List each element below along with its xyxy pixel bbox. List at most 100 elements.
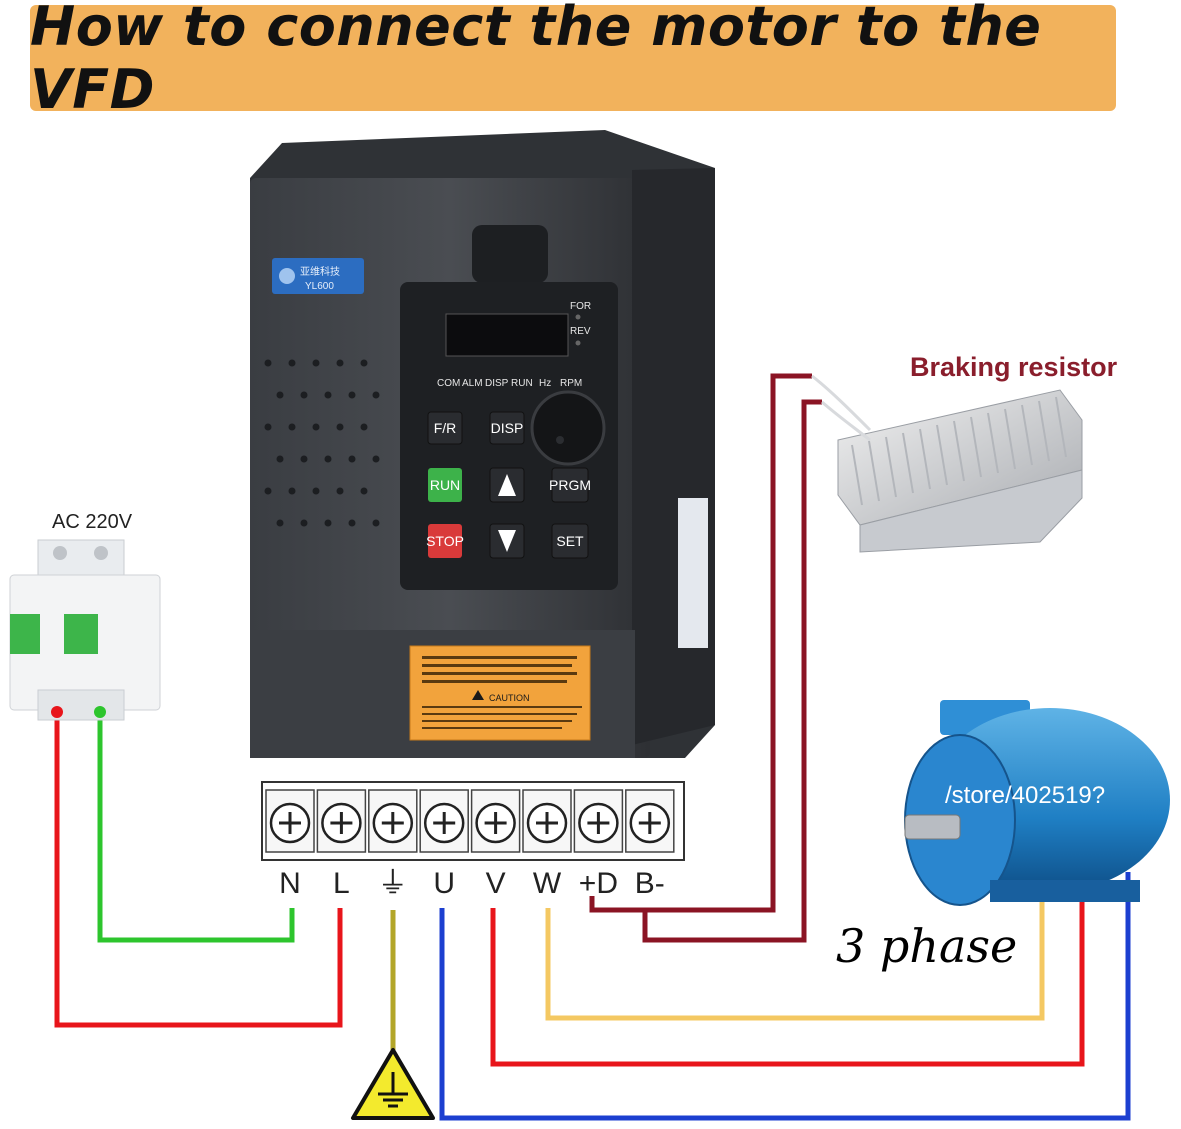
circuit-breaker: AC 220V (9, 511, 161, 721)
brand-model: YL600 (305, 281, 334, 292)
neutral-wire (97, 712, 295, 943)
vent-hole (372, 391, 380, 399)
brand-text: 亚维科技 (300, 265, 340, 278)
up-arrow-icon (498, 474, 516, 496)
breaker-output-neutral (94, 706, 106, 718)
disp-key[interactable] (489, 411, 525, 445)
vent-hole (312, 487, 320, 495)
resistor-fins (851, 396, 1067, 506)
status-hz: Hz (539, 378, 551, 389)
warning-title: CAUTION (489, 693, 530, 703)
vent-hole (324, 391, 332, 399)
fr-key[interactable] (427, 411, 463, 445)
wires (54, 373, 1131, 1121)
brand-plate (272, 258, 364, 294)
led-rev (575, 340, 581, 346)
braking-resistor: Braking resistor (811, 352, 1118, 553)
set-key[interactable] (551, 523, 589, 559)
brake-plus-wire (589, 373, 812, 913)
live-wire (54, 712, 343, 1028)
warning-text-lines (422, 656, 582, 729)
brand-logo-icon (279, 268, 295, 284)
vent-hole (264, 359, 272, 367)
terminal-label: L (333, 867, 350, 900)
terminal-label: W (533, 867, 562, 900)
diagram-title: How to connect the motor to the VFD (30, 0, 1042, 121)
indicator-for: FOR (570, 301, 591, 312)
warning-label (409, 645, 591, 741)
vent-hole (300, 391, 308, 399)
motor-shaft (904, 814, 961, 840)
vfd-side (632, 168, 715, 745)
watermark-text: /store/402519? (945, 782, 1105, 809)
fr-key-label: F/R (434, 420, 457, 436)
disp-key-label: DISP (491, 420, 524, 436)
vent-hole (336, 487, 344, 495)
resistor-fin (987, 412, 999, 474)
breaker-label: AC 220V (52, 511, 133, 533)
vent-hole (312, 423, 320, 431)
breaker-output-live (51, 706, 63, 718)
stop-key[interactable] (428, 524, 462, 558)
motor-feet (990, 880, 1140, 902)
vent-hole (372, 455, 380, 463)
vent-hole (324, 519, 332, 527)
title-banner: How to connect the motor to the VFD (30, 0, 1116, 121)
set-key-label: SET (556, 533, 584, 549)
resistor-fin (953, 420, 965, 482)
vent-hole (336, 359, 344, 367)
resistor-fin (936, 424, 948, 486)
vent-hole (276, 455, 284, 463)
vent-hole (288, 423, 296, 431)
indicator-rev: REV (570, 326, 591, 337)
resistor-fin (1004, 408, 1016, 470)
vent-hole (300, 519, 308, 527)
vent-hole (276, 391, 284, 399)
braking-resistor-label: Braking resistor (910, 352, 1118, 382)
status-disp: DISP (485, 378, 509, 389)
resistor-base (859, 469, 1083, 553)
resistor-lead-2 (821, 400, 871, 442)
resistor-fin (970, 416, 982, 478)
status-alm: ALM (462, 378, 483, 389)
terminal-label: V (486, 867, 506, 900)
breaker-toggle-left (10, 614, 40, 654)
resistor-fin (851, 444, 863, 506)
vent-hole (324, 455, 332, 463)
resistor-fin (1038, 400, 1050, 462)
terminal-label: B- (635, 867, 665, 900)
vent-hole (312, 359, 320, 367)
resistor-fin (1021, 404, 1033, 466)
run-key-label: RUN (430, 477, 460, 493)
resistor-fin (885, 436, 897, 498)
vent-hole (336, 423, 344, 431)
breaker-bottom (37, 689, 125, 721)
vent-hole (348, 455, 356, 463)
vent-hole (360, 423, 368, 431)
warning-triangle-icon (472, 690, 484, 700)
terminal-label: +D (579, 867, 618, 900)
ground-icon (378, 1072, 408, 1108)
vent-hole (348, 391, 356, 399)
lcd-display (445, 313, 569, 357)
side-label-sticker (678, 498, 708, 648)
prgm-key-label: PRGM (549, 477, 591, 493)
resistor-fin (1055, 396, 1067, 458)
vfd-unit: 亚维科技 YL600 FOR REV COM ALM DISP RUN Hz R… (250, 130, 715, 758)
ground-warning-sign (351, 1048, 435, 1120)
run-key[interactable] (428, 468, 462, 502)
speed-knob[interactable] (530, 390, 606, 466)
vent-hole (276, 519, 284, 527)
vent-hole (264, 487, 272, 495)
prgm-key[interactable] (551, 467, 589, 503)
status-com: COM (437, 378, 460, 389)
three-phase-label: 3 phase (836, 919, 1017, 973)
vent-hole (372, 519, 380, 527)
resistor-fin (919, 428, 931, 490)
vent-hole (348, 519, 356, 527)
v-phase-wire (490, 890, 1085, 1067)
electric-motor: /store/402519? (904, 700, 1170, 906)
vent-hole (264, 423, 272, 431)
